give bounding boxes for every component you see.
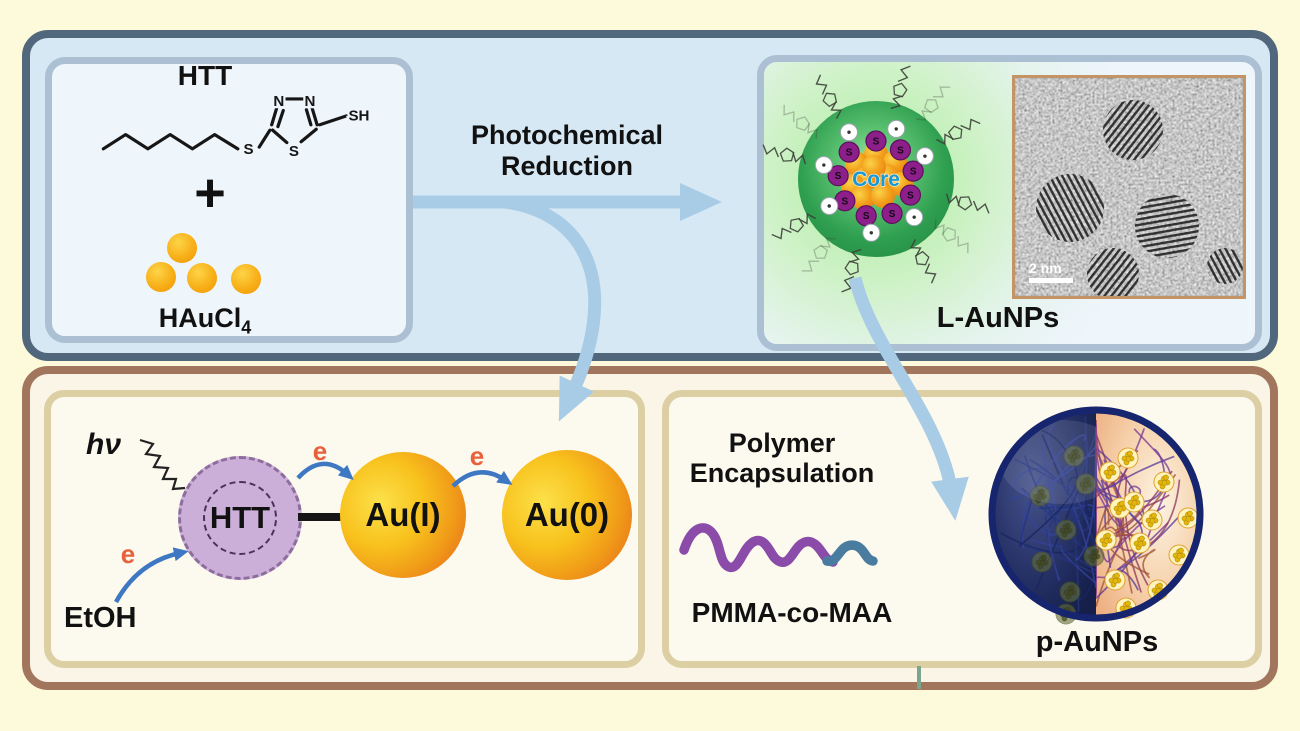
- sulfur-anchor: S: [827, 165, 849, 187]
- gold-ion-ball: [146, 262, 176, 292]
- electron-dot: [905, 208, 924, 227]
- sulfur-anchor: S: [855, 205, 877, 227]
- plus-sign: +: [194, 163, 226, 223]
- encapsulation-line2: Encapsulation: [689, 458, 875, 488]
- polymer-squiggle: [679, 523, 878, 573]
- htt-title: HTT: [177, 60, 233, 91]
- sulfur-anchor: S: [902, 160, 924, 182]
- polymer-chain-purple: [679, 523, 838, 573]
- polymer-encapsulated-np: [988, 406, 1204, 625]
- electron-arrow-au1-to-au0: [451, 470, 513, 488]
- capsule-rim: [988, 406, 1204, 622]
- electron-dot: [814, 156, 833, 175]
- embedded-aunp: [1123, 491, 1145, 513]
- electron-arrow-htt-to-au1: [296, 461, 354, 480]
- core-label: Core: [852, 168, 900, 191]
- gold-ion-ball: [187, 263, 217, 293]
- gold-ion-ball: [167, 233, 197, 263]
- au0-label: Au(0): [524, 496, 610, 533]
- embedded-aunp: [1104, 569, 1126, 591]
- embedded-aunp-dim: [1029, 485, 1051, 507]
- sulfur-anchor: S: [834, 190, 856, 212]
- electron-dot: [820, 197, 839, 215]
- sulfur-letter: S: [846, 148, 853, 159]
- sulfur-letter: S: [835, 171, 842, 182]
- sulfur-letter: S: [910, 167, 917, 178]
- embedded-aunp: [1177, 507, 1199, 529]
- htt-au-bond: [298, 513, 342, 521]
- polymer-chain-blue: [822, 540, 878, 566]
- gold-ion-ball: [231, 264, 261, 294]
- encapsulation-line1: Polymer: [728, 428, 836, 458]
- polymer-name: PMMA-co-MAA: [691, 597, 893, 628]
- gold-salt-label: HAuCl4: [110, 303, 300, 338]
- embedded-aunp: [1099, 461, 1121, 483]
- tem-scale-bar: [1029, 278, 1073, 283]
- photon-squiggle: [139, 438, 186, 491]
- sulfur-letter: S: [873, 137, 880, 148]
- gold-salt-subscript: 4: [241, 317, 252, 338]
- thiol-group: SH: [348, 107, 369, 124]
- au1-label: Au(I): [365, 496, 441, 533]
- embedded-aunp: [1129, 532, 1151, 554]
- process-line1: Photochemical: [470, 120, 664, 150]
- embedded-aunp: [1153, 471, 1175, 493]
- electron-label-2: e: [469, 441, 485, 471]
- n-right-atom: N: [305, 93, 316, 110]
- paun-label: p-AuNPs: [1035, 626, 1159, 658]
- electron-dot: [887, 119, 906, 138]
- green-tick-mark: [917, 666, 921, 689]
- electron-label-3: e: [120, 539, 136, 569]
- tem-image: 2 nm: [1012, 75, 1246, 299]
- embedded-aunp-dim: [1031, 551, 1053, 573]
- gold-salt-formula: HAuCl: [158, 303, 242, 333]
- mechanism-arrows: [114, 438, 513, 604]
- sulfur-anchor: S: [865, 130, 887, 152]
- sulfur-letter: S: [889, 209, 896, 220]
- embedded-aunp: [1141, 509, 1163, 531]
- htt-structure: S N N S SH: [101, 91, 372, 162]
- electron-label-1: e: [312, 436, 328, 466]
- photon-label: hν: [86, 428, 122, 461]
- au1-sphere: Au(I): [340, 452, 466, 578]
- embedded-aunp-dim: [1059, 581, 1081, 603]
- sulfur-letter: S: [907, 191, 914, 202]
- embedded-aunp-dim: [1063, 445, 1085, 467]
- s-thioether-atom: S: [243, 141, 253, 158]
- laun-label: L-AuNPs: [936, 302, 1060, 334]
- sulfur-anchor: S: [899, 184, 922, 206]
- htt-inner-dashed-circle: [203, 481, 277, 555]
- electron-arrow-etoh-to-htt: [114, 547, 189, 604]
- capsule-sheen: [1000, 420, 1096, 504]
- process-line2: Reduction: [501, 151, 633, 181]
- encapsulation-label: Polymer Encapsulation: [672, 428, 892, 488]
- embedded-aunp: [1095, 529, 1117, 551]
- embedded-aunp-dim: [1075, 473, 1097, 495]
- htt-mediator-circle: HTT: [178, 456, 302, 580]
- electron-dot: [915, 147, 934, 166]
- sulfur-anchor: S: [838, 141, 860, 163]
- n-left-atom: N: [273, 93, 284, 110]
- au0-sphere: Au(0): [502, 450, 632, 580]
- sulfur-anchor: S: [889, 139, 912, 161]
- electron-dot: [840, 123, 858, 142]
- tem-scale-label: 2 nm: [1029, 260, 1062, 276]
- hexyl-chain: [101, 132, 240, 151]
- process-label: Photochemical Reduction: [447, 120, 687, 182]
- embedded-aunp: [1117, 447, 1139, 469]
- sulfur-letter: S: [863, 211, 870, 222]
- tem-nanoparticles: [1036, 100, 1243, 296]
- sulfur-letter: S: [897, 145, 904, 156]
- embedded-aunp-dim: [1055, 519, 1077, 541]
- s-ring-atom: S: [289, 143, 299, 160]
- etoh-label: EtOH: [64, 602, 137, 634]
- embedded-aunp: [1168, 544, 1190, 566]
- electron-dot: [862, 223, 881, 242]
- sulfur-anchor: S: [881, 202, 903, 225]
- precursor-box: [45, 57, 413, 343]
- embedded-aunp-dim: [1083, 545, 1105, 567]
- sulfur-letter: S: [842, 196, 849, 207]
